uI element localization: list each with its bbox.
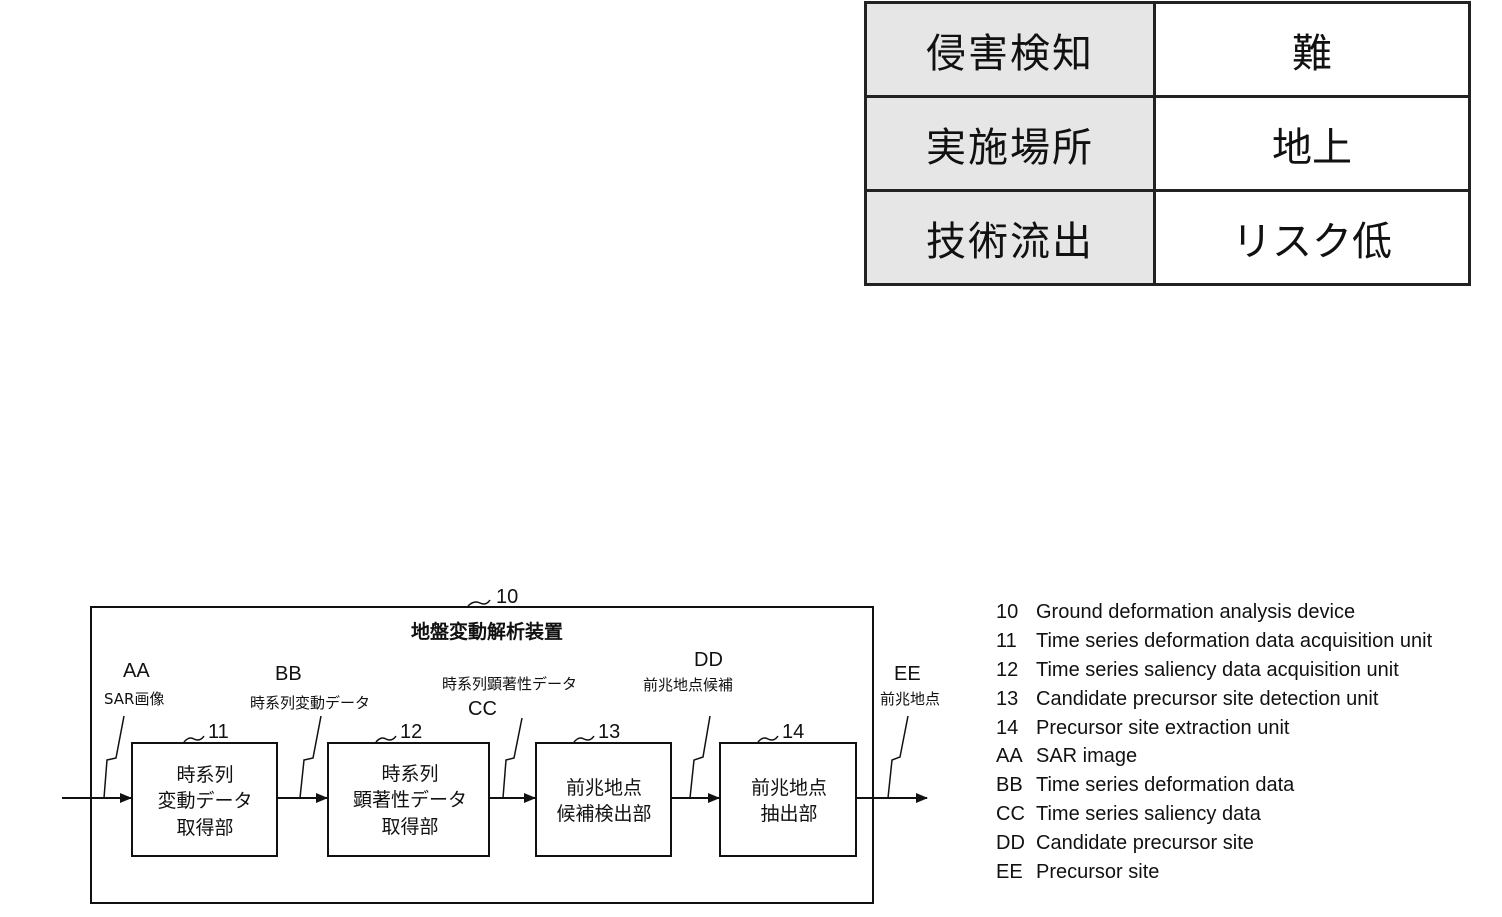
signal-aa-leader (103, 715, 125, 799)
properties-table: 侵害検知 難 実施場所 地上 技術流出 リスク低 (864, 1, 1471, 286)
unit-14-line-1: 前兆地点 (751, 777, 827, 799)
unit-12-number: 12 (400, 721, 422, 743)
unit-13-line-2: 候補検出部 (556, 803, 651, 825)
unit-13-box (535, 742, 672, 857)
unit-13-line-1: 前兆地点 (566, 777, 642, 799)
legend-text: SAR image (1036, 745, 1138, 768)
signal-dd-leader (689, 715, 711, 799)
unit-11-line-1: 時系列 (176, 764, 233, 786)
row-value: 地上 (1153, 95, 1471, 192)
legend-item: 13 Candidate precursor site detection uni… (996, 685, 1432, 714)
signal-bb-leader (299, 715, 322, 799)
block-diagram: 10 地盤変動解析装置 11 時系列 変動データ 取得部 12 時系列 顕著性デ… (62, 586, 940, 904)
unit-14-box (719, 742, 857, 857)
legend-item: BB Time series deformation data (996, 771, 1432, 800)
row-key: 侵害検知 (864, 1, 1156, 98)
signal-bb-text: 時系列変動データ (250, 694, 370, 712)
legend-text: Precursor site extraction unit (1036, 716, 1290, 739)
legend-code: 12 (996, 658, 1019, 681)
legend-code: EE (996, 861, 1023, 884)
row-value: リスク低 (1153, 189, 1471, 286)
legend-item: 14 Precursor site extraction unit (996, 714, 1432, 743)
legend-code: BB (996, 774, 1023, 797)
signal-dd-text: 前兆地点候補 (643, 676, 733, 694)
legend-item: DD Candidate precursor site (996, 829, 1432, 858)
legend-code: 14 (996, 716, 1019, 739)
unit-14-leader (757, 735, 779, 743)
signal-aa-text: SAR画像 (104, 690, 164, 708)
legend-item: AA SAR image (996, 742, 1432, 771)
signal-cc-code: CC (468, 698, 497, 720)
row-key: 実施場所 (864, 95, 1156, 192)
legend-code: CC (996, 803, 1025, 826)
legend-text: Time series deformation data (1036, 774, 1295, 797)
unit-11-box (131, 742, 278, 857)
legend-item: 12 Time series saliency data acquisition … (996, 656, 1432, 685)
legend-text: Candidate precursor site (1036, 832, 1254, 855)
signal-aa-code: AA (123, 660, 150, 682)
signal-ee-code: EE (894, 663, 921, 685)
unit-14-line-2: 抽出部 (760, 803, 817, 825)
row-key: 技術流出 (864, 189, 1156, 286)
table-row: 侵害検知 難 (864, 1, 1471, 98)
unit-12-box (327, 742, 490, 857)
table-row: 技術流出 リスク低 (864, 189, 1471, 286)
device-leader (467, 599, 491, 607)
unit-11-leader (183, 735, 205, 743)
legend-item: 10 Ground deformation analysis device (996, 598, 1432, 627)
row-value: 難 (1153, 1, 1471, 98)
unit-12-line-3: 取得部 (381, 816, 438, 838)
legend-text: Precursor site (1036, 861, 1160, 884)
device-title: 地盤変動解析装置 (411, 620, 563, 643)
signal-cc-leader (502, 717, 523, 799)
legend-item: CC Time series saliency data (996, 800, 1432, 829)
legend-text: Time series saliency data (1036, 803, 1261, 826)
signal-bb-code: BB (275, 663, 302, 685)
legend-text: Time series deformation data acquisition… (1036, 629, 1433, 652)
table-row: 実施場所 地上 (864, 95, 1471, 192)
legend-code: 13 (996, 687, 1019, 710)
legend-code: 10 (996, 601, 1019, 623)
unit-12-line-2: 顕著性データ (353, 789, 467, 811)
signal-ee-text: 前兆地点 (880, 690, 940, 708)
legend-code: 11 (996, 629, 1017, 652)
legend-item: EE Precursor site (996, 858, 1432, 887)
unit-11-line-3: 取得部 (176, 817, 233, 839)
signal-dd-code: DD (694, 649, 723, 671)
unit-11-number: 11 (208, 721, 229, 743)
unit-14-number: 14 (782, 721, 804, 743)
legend-item: 11 Time series deformation data acquisiti… (996, 627, 1432, 656)
device-frame (90, 606, 874, 904)
signal-cc-text: 時系列顕著性データ (442, 675, 577, 693)
legend-code: DD (996, 832, 1025, 855)
unit-13-leader (573, 735, 595, 743)
legend-text: Time series saliency data acquisition un… (1036, 658, 1399, 681)
unit-11-line-2: 変動データ (157, 790, 252, 812)
device-number: 10 (496, 586, 518, 608)
legend-text: Candidate precursor site detection unit (1036, 687, 1379, 710)
legend-code: AA (996, 745, 1023, 768)
unit-13-number: 13 (598, 721, 620, 743)
signal-ee-leader (887, 715, 909, 799)
unit-12-leader (375, 735, 397, 743)
unit-12-line-1: 時系列 (381, 763, 438, 785)
legend-text: Ground deformation analysis device (1036, 601, 1356, 623)
